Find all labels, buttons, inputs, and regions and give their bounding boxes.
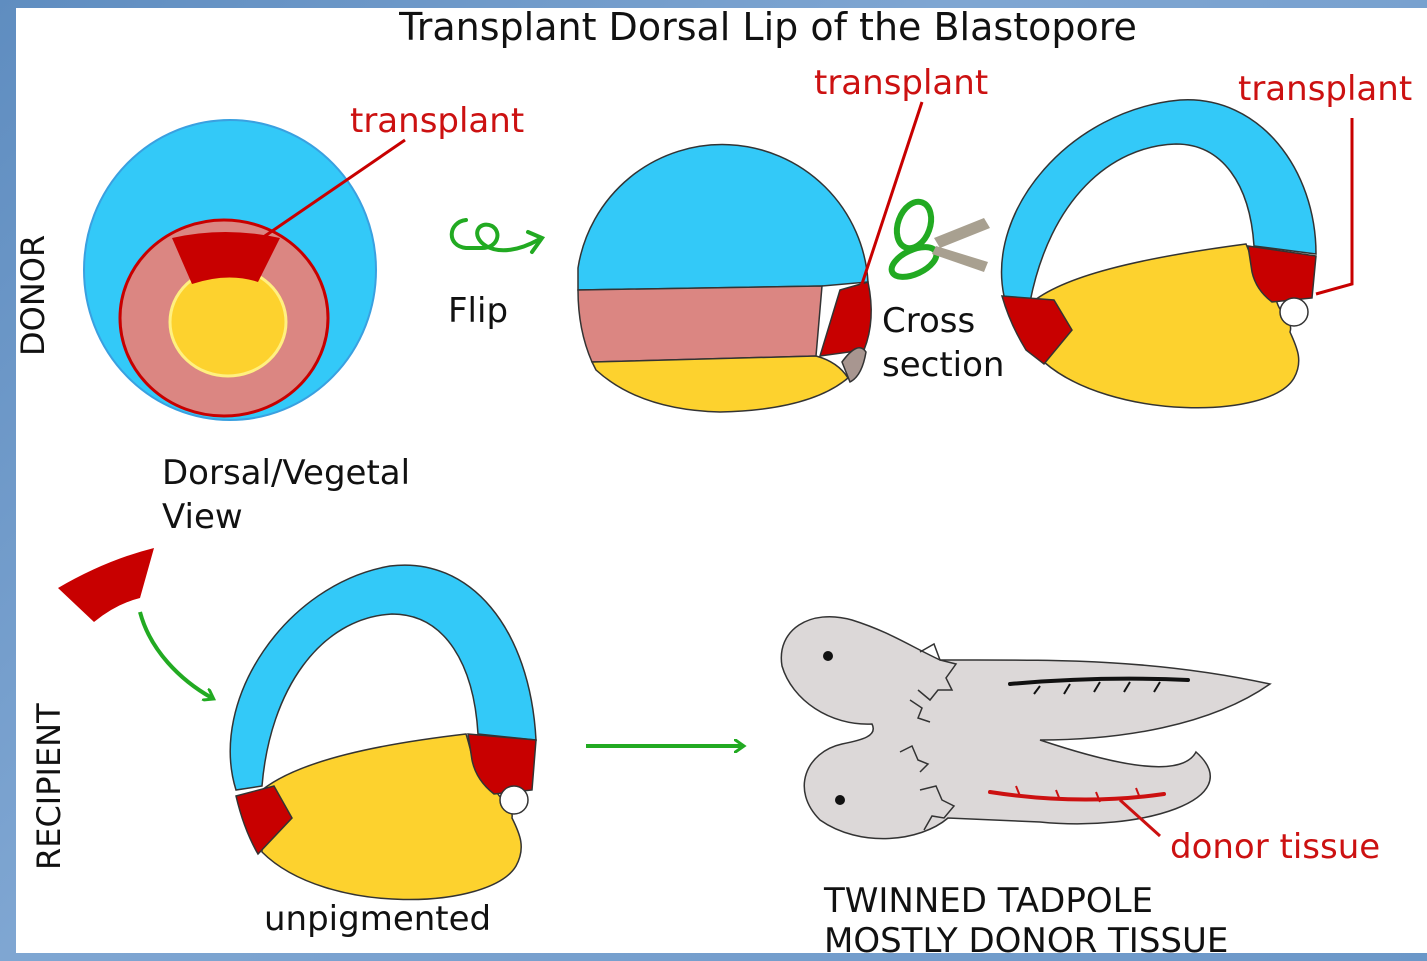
transplant-pointer-3 [1316, 118, 1352, 294]
transplant-label-1: transplant [350, 101, 524, 141]
cross-section-label-line2: section [882, 345, 1004, 385]
page-title: Transplant Dorsal Lip of the Blastopore [398, 5, 1137, 49]
transfer-arrow [140, 612, 212, 698]
cross-section-label-line1: Cross [882, 301, 975, 341]
transplant-label-2: transplant [814, 63, 988, 103]
result-label-line1: TWINNED TADPOLE [823, 881, 1153, 921]
scissors-icon [887, 197, 990, 283]
twinned-tadpole [781, 617, 1270, 839]
donor-label: DONOR [14, 235, 52, 356]
flip-loop-arrow-icon [452, 220, 542, 252]
donor-embryo [84, 120, 376, 420]
side-view-embryo [578, 145, 871, 412]
recipient-embryo [230, 565, 536, 899]
excised-transplant-piece [58, 548, 154, 622]
recipient-label: RECIPIENT [30, 703, 68, 870]
cross-section-embryo [1002, 100, 1316, 408]
flip-label: Flip [448, 291, 508, 331]
view-label-line1: Dorsal/Vegetal [162, 453, 410, 493]
result-label-line2: MOSTLY DONOR TISSUE [824, 921, 1228, 961]
unpigmented-label: unpigmented [264, 899, 491, 939]
donor-tissue-label: donor tissue [1170, 827, 1380, 867]
view-label-line2: View [162, 497, 243, 537]
transplant-label-3: transplant [1238, 69, 1412, 109]
